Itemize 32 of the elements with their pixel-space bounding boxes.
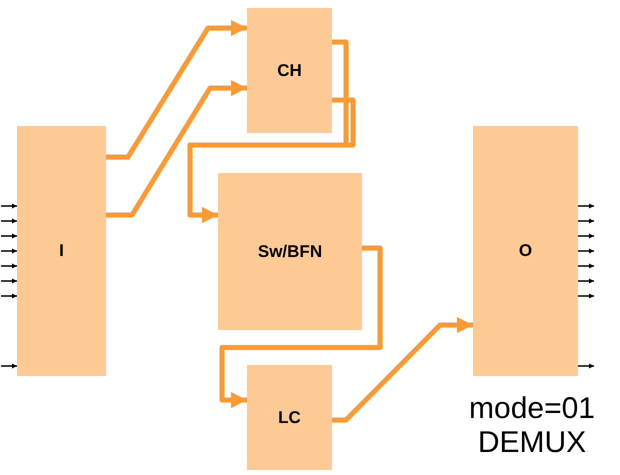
signal-arrow	[578, 264, 594, 268]
signal-arrow	[578, 204, 594, 208]
block	[17, 126, 106, 376]
signal-arrow	[578, 234, 594, 238]
arrow	[106, 20, 247, 160]
block	[247, 8, 332, 133]
signal-arrow	[1, 264, 17, 268]
signal-arrow	[1, 278, 17, 284]
signal-arrow	[1, 364, 17, 368]
signal-arrow	[578, 248, 594, 254]
block-label: Sw/BFN	[258, 242, 322, 262]
signal-arrow	[578, 218, 594, 224]
block-label: CH	[277, 60, 302, 80]
arrow	[332, 317, 473, 422]
block-label: LC	[278, 408, 301, 428]
block-label: I	[59, 241, 64, 261]
block	[218, 173, 362, 330]
signal-arrow	[1, 294, 17, 298]
signal-arrow	[578, 294, 594, 298]
signal-arrow	[578, 278, 594, 284]
arrow	[106, 80, 247, 218]
signal-arrow	[578, 364, 594, 368]
mode-note: mode=01 DEMUX	[468, 392, 596, 460]
signal-arrow	[1, 204, 17, 208]
arrow	[188, 98, 356, 223]
block	[473, 126, 578, 376]
block-label: O	[518, 241, 532, 261]
signal-arrow	[1, 248, 17, 254]
block	[247, 365, 332, 470]
signal-arrow	[1, 218, 17, 224]
arrow	[220, 246, 382, 408]
signal-arrow	[1, 234, 17, 238]
